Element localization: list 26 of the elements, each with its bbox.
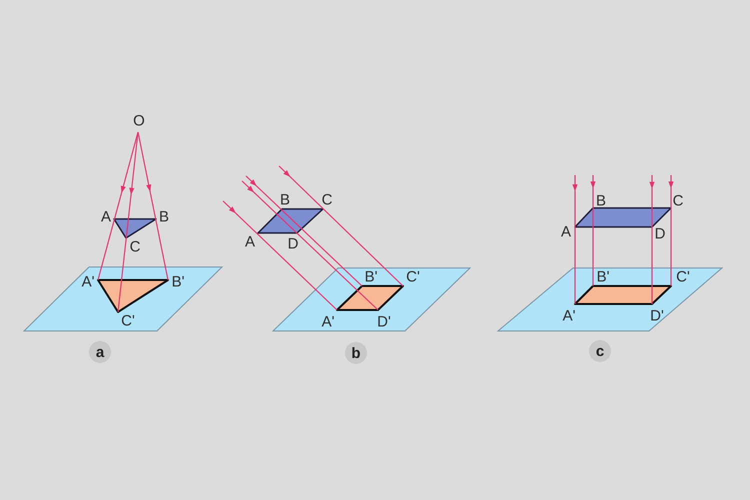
figure-letter-badge: a [89, 341, 111, 363]
point-label: A [561, 224, 571, 240]
point-label: B [596, 194, 606, 208]
point-label: D [288, 236, 298, 252]
point-label: D' [650, 308, 664, 324]
point-label: D [654, 226, 666, 242]
point-label: A [101, 210, 111, 224]
point-label: A' [322, 314, 334, 330]
point-label: C [130, 240, 140, 254]
point-label: B [280, 192, 290, 208]
point-label: C' [406, 270, 420, 284]
point-label: A' [82, 274, 94, 290]
point-label: B' [172, 274, 184, 290]
point-label: C' [121, 314, 135, 328]
point-label: O [133, 114, 145, 128]
point-label: B' [596, 270, 610, 284]
point-label: D' [377, 314, 391, 330]
point-label: C [672, 194, 684, 208]
point-label: A [245, 234, 255, 250]
point-label: A' [562, 308, 576, 324]
point-label: B [159, 210, 169, 224]
point-label: C' [676, 270, 690, 284]
point-label: C [322, 192, 332, 208]
figure-letter-badge: b [345, 342, 367, 364]
point-label: B' [364, 270, 378, 284]
figure-letter-badge: c [589, 340, 611, 362]
